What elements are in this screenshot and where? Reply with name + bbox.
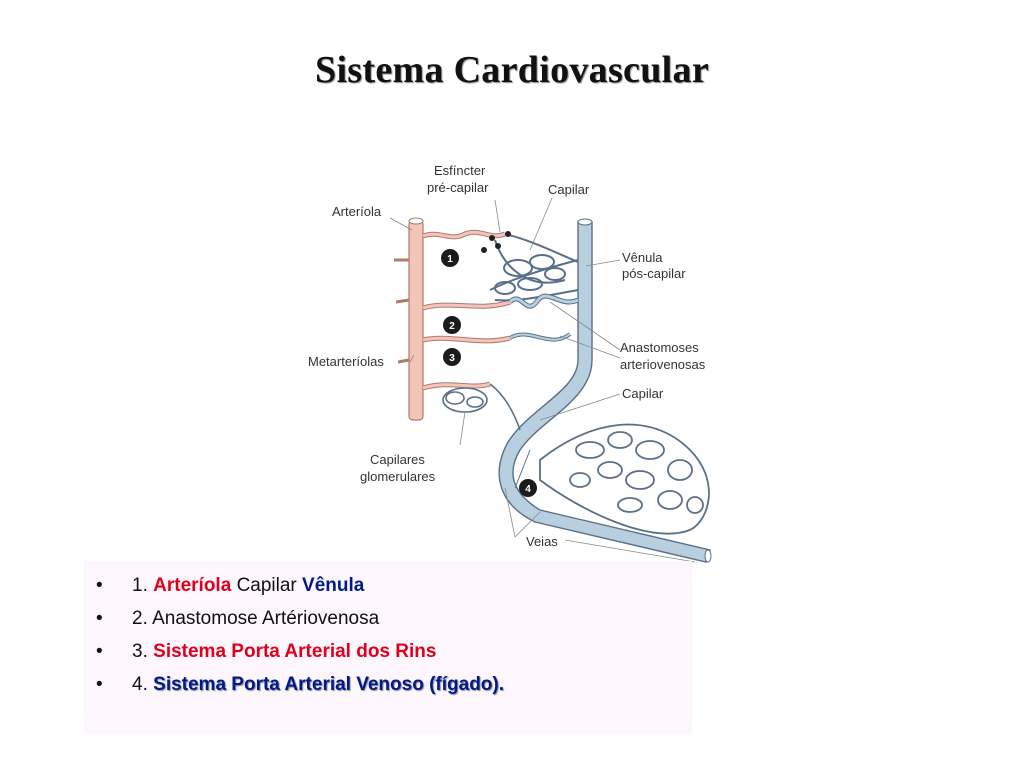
- marker-1: 1: [441, 249, 459, 267]
- label-venula-1: Vênula: [622, 250, 663, 265]
- item-number: 1.: [132, 575, 148, 596]
- item-number: 2.: [132, 608, 148, 629]
- vein-vessel: [498, 218, 712, 563]
- leader-lines: [389, 197, 696, 563]
- item-arteriola: Arteríola: [153, 575, 232, 596]
- label-metarteriolas: Metarteríolas: [308, 354, 384, 369]
- label-capilar-mid: Capilar: [622, 386, 664, 401]
- arteriovenous-anastomosis: [508, 293, 580, 342]
- marker-2-label: 2: [449, 321, 455, 332]
- capillary-bed-upper: [489, 233, 579, 302]
- label-anastomoses-2: arteriovenosas: [620, 357, 706, 372]
- marker-1-label: 1: [447, 254, 453, 265]
- label-veias: Veias: [526, 534, 558, 549]
- label-capilares-1: Capilares: [370, 452, 425, 467]
- list-item: • 2. Anastomose Artériovenosa: [84, 602, 692, 635]
- bullet-list-box: • 1. Arteríola Capilar Vênula • 2. Anast…: [84, 561, 692, 733]
- bullet-symbol: •: [96, 674, 103, 695]
- marker-3: 3: [443, 348, 461, 366]
- item-text: Sistema Porta Arterial Venoso (fígado).: [153, 674, 505, 695]
- label-venula-2: pós-capilar: [622, 266, 686, 281]
- list-item: • 4. Sistema Porta Arterial Venoso (fíga…: [84, 668, 692, 701]
- item-venula: Vênula: [302, 575, 365, 596]
- item-text: Sistema Porta Arterial dos Rins: [153, 641, 437, 662]
- item-text: Anastomose Artériovenosa: [152, 608, 380, 629]
- item-capilar: Capilar: [236, 575, 297, 596]
- slide-title: Sistema Cardiovascular: [315, 49, 709, 91]
- list-item: • 1. Arteríola Capilar Vênula: [84, 569, 692, 602]
- microcirculation-diagram: 1 2 3 4 Esfíncte: [290, 150, 770, 570]
- glomerular-capillaries: [442, 383, 521, 431]
- item-number: 4.: [132, 674, 148, 695]
- marker-4: 4: [519, 479, 537, 497]
- label-capilar-top: Capilar: [548, 182, 590, 197]
- bullet-symbol: •: [96, 608, 103, 629]
- capillary-bed-lower: [539, 423, 710, 535]
- label-esfincter-2: pré-capilar: [427, 180, 489, 195]
- marker-2: 2: [443, 316, 461, 334]
- precapillary-sphincters: [481, 231, 511, 253]
- marker-4-label: 4: [525, 484, 531, 495]
- marker-3-label: 3: [449, 353, 455, 364]
- label-anastomoses-1: Anastomoses: [620, 340, 699, 355]
- label-esfincter-1: Esfíncter: [434, 163, 486, 178]
- item-number: 3.: [132, 641, 148, 662]
- bullet-list: • 1. Arteríola Capilar Vênula • 2. Anast…: [84, 569, 692, 701]
- bullet-symbol: •: [96, 575, 103, 596]
- label-arteriola: Arteríola: [332, 204, 382, 219]
- list-item: • 3. Sistema Porta Arterial dos Rins: [84, 635, 692, 668]
- label-capilares-2: glomerulares: [360, 469, 436, 484]
- bullet-symbol: •: [96, 641, 103, 662]
